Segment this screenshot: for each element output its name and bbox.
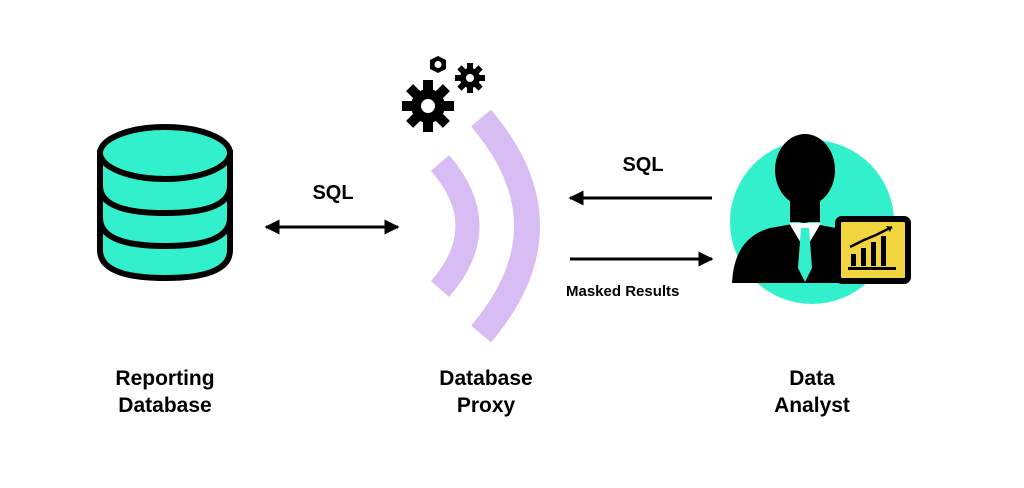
node-label-database-proxy: Database Proxy [386, 365, 586, 419]
node-label-line: Proxy [456, 394, 516, 417]
edge-label-analyst-sql: SQL [622, 154, 664, 176]
node-label-line: Data [789, 367, 835, 390]
node-label-line: Database [439, 367, 533, 390]
node-label-line: Database [118, 394, 212, 417]
node-label-data-analyst: Data Analyst [712, 365, 912, 419]
edge-label-db-proxy-sql: SQL [312, 182, 354, 204]
node-label-reporting-database: Reporting Database [65, 365, 265, 419]
node-label-line: Reporting [115, 367, 215, 390]
node-label-line: Analyst [774, 394, 850, 417]
proxy-signal-icon [430, 109, 540, 343]
analyst-icon [730, 134, 911, 304]
gears-icon [402, 56, 485, 132]
database-icon [97, 124, 233, 282]
edge-label-masked-results: Masked Results [566, 283, 680, 300]
